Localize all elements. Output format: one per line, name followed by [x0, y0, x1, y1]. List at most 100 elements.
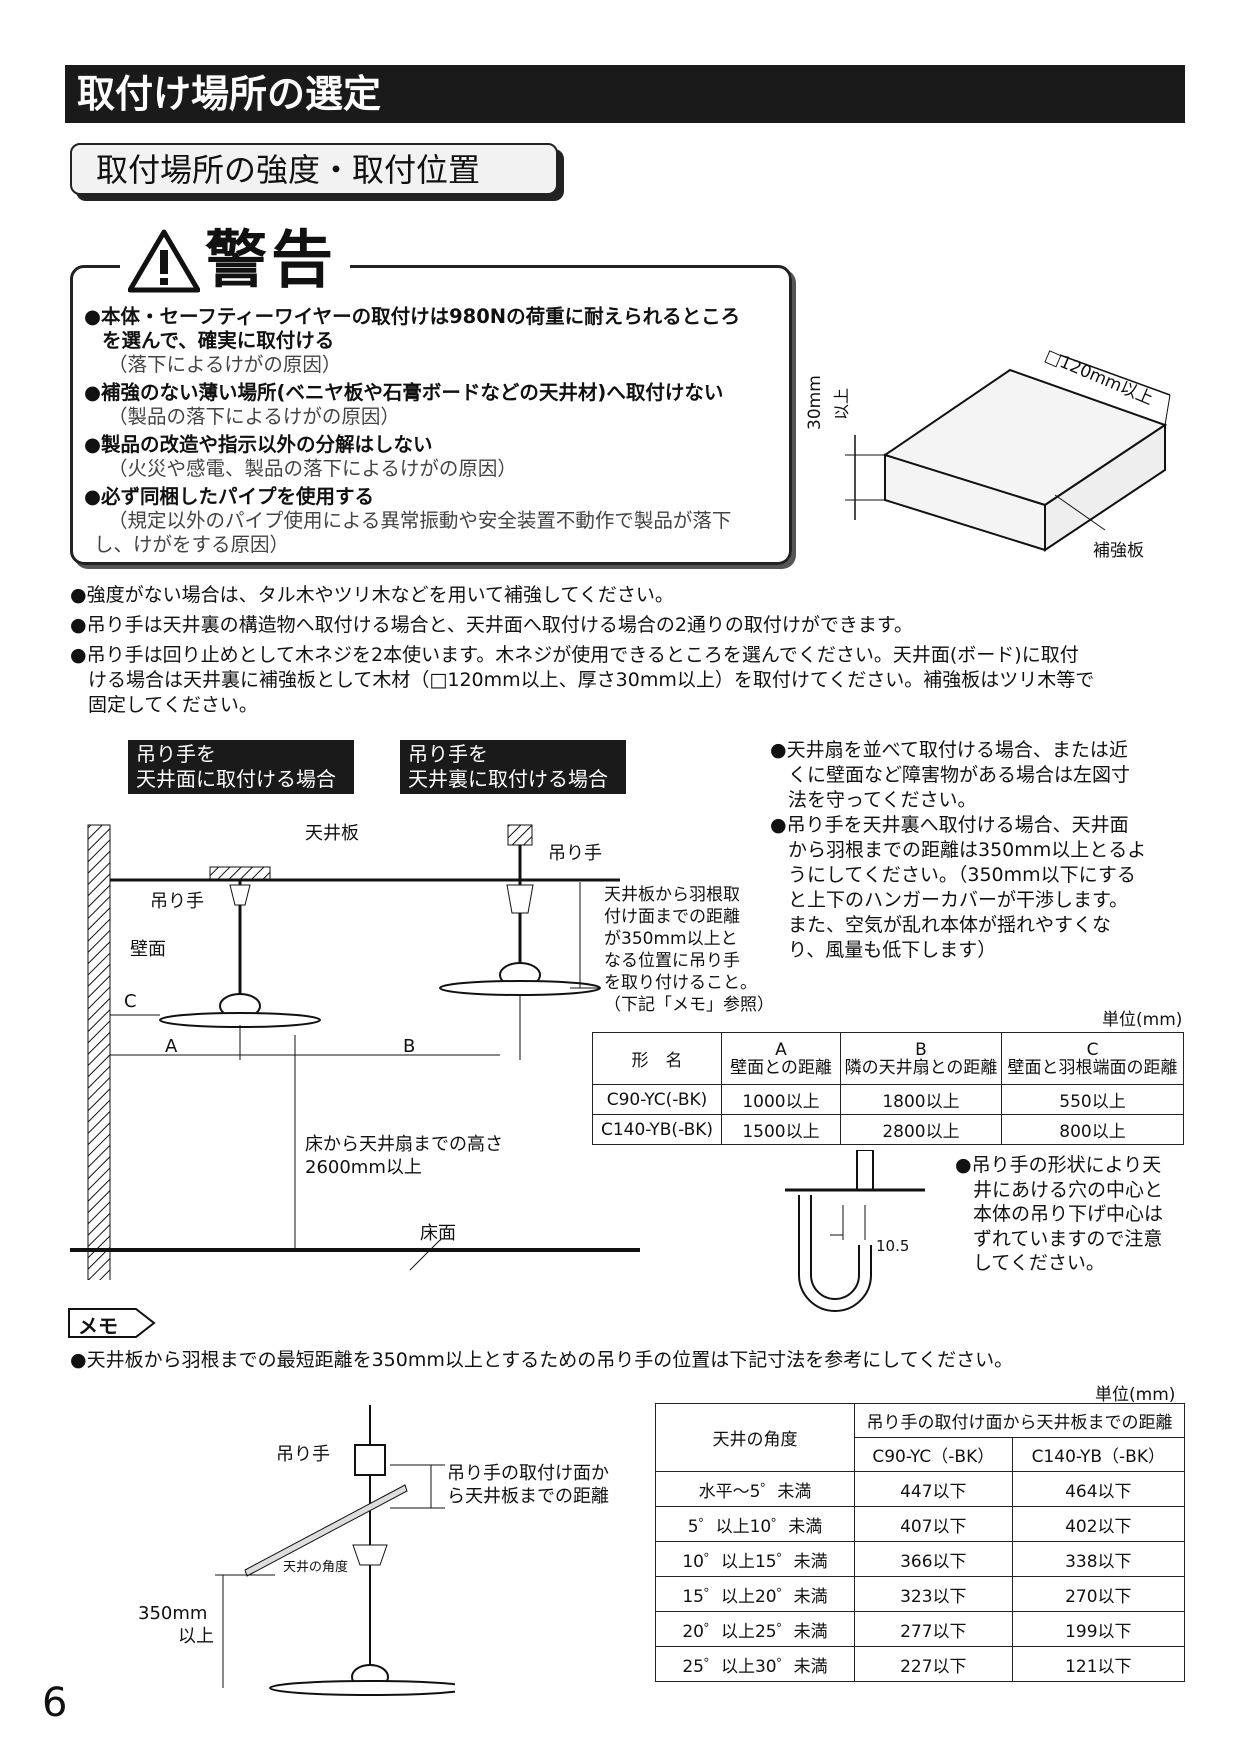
warning-item-main: ●必ず同梱したパイプを使用する [84, 485, 375, 508]
table-cell-model: C140-YB(-BK) [592, 1114, 722, 1145]
warning-item-1: ●本体・セーフティーワイヤーの取付けは980Nの荷重に耐えられるところ を選んで… [84, 305, 784, 377]
section-title: 取付場所の強度・取付位置 [70, 143, 558, 195]
side-note-line: うにしてください。（350mm以下にする [788, 864, 1136, 886]
hook-dim-label: 10.5 [876, 1237, 910, 1255]
warning-item-sub: （落下によるけがの原因） [108, 353, 342, 376]
note-line-3: ●吊り手は回り止めとして木ネジを2本使います。木ネジが使用できるところを選んでく… [70, 644, 1079, 666]
ceiling-board-label: 天井板 [305, 823, 359, 844]
table-cell-m1: 366以下 [854, 1541, 1013, 1577]
memo-tag-shape [68, 1308, 156, 1338]
warning-item-sub: （火災や感電、製品の落下によるけがの原因） [108, 457, 517, 480]
min-distance-label: 350mm 以上 [138, 1602, 214, 1648]
side-notes: ●天井扇を並べて取付ける場合、または近 くに壁面など障害物がある場合は左図寸 法… [770, 738, 1146, 963]
angle-diagram [215, 1405, 455, 1696]
board-thickness-suffix: 以上 [832, 387, 851, 420]
memo-distance-label: 吊り手の取付け面か ら天井板までの距離 [447, 1462, 609, 1508]
install-position-diagram [70, 824, 640, 1280]
table-row: 10゜以上15゜未満 366以下 338以下 [655, 1541, 1186, 1577]
table-cell-m1: 447以下 [854, 1471, 1013, 1507]
note-line-5: 固定してください。 [88, 694, 258, 716]
page-title: 取付け場所の選定 [65, 65, 1185, 123]
hook-note-line: ●吊り手の形状により天 [955, 1154, 1162, 1176]
page-number: 6 [42, 1680, 68, 1726]
table-row: C140-YB(-BK) 1500以上 2800以上 800以上 [592, 1114, 1184, 1145]
table-cell-m2: 121以下 [1011, 1646, 1186, 1682]
warning-item-main: ●補強のない薄い場所(ベニヤ板や石膏ボードなどの天井材)へ取付けない [84, 381, 724, 404]
dim-b-label: B [403, 1036, 416, 1057]
hanger-right-label: 吊り手 [548, 843, 602, 864]
header-label: 壁面との距離 [730, 1057, 832, 1078]
table-cell-m2: 464以下 [1011, 1471, 1186, 1507]
hook-note-line: してください。 [973, 1252, 1105, 1274]
distance-note-line: が350mm以上と [604, 929, 738, 949]
min-distance-line: 以上 [178, 1626, 214, 1647]
angle-table: 天井の角度 吊り手の取付け面から天井板までの距離 C90-YC（-BK） C14… [655, 1403, 1186, 1682]
table-row: 25゜以上30゜未満 227以下 121以下 [655, 1646, 1186, 1682]
side-note-line: くに壁面など障害物がある場合は左図寸 [788, 764, 1131, 786]
distance-note: 天井板から羽根取 付け面までの距離 が350mm以上と なる位置に吊り手 を取り… [604, 884, 774, 1016]
warning-item-4: ●必ず同梱したパイプを使用する （規定以外のパイプ使用による異常振動や安全装置不… [84, 485, 784, 557]
table-cell-angle: 水平～5゜未満 [655, 1471, 855, 1507]
hook-note-line: ずれていますので注意 [973, 1227, 1163, 1250]
ceiling-surface-label: 吊り手を 天井面に取付ける場合 [128, 740, 354, 794]
table-cell-angle: 10゜以上15゜未満 [655, 1541, 855, 1577]
header-letter: B [915, 1039, 927, 1060]
table-cell-c: 800以上 [1001, 1114, 1184, 1145]
side-note-line: 法を守ってください。 [788, 789, 977, 811]
distance-note-line: 付け面までの距離 [604, 907, 740, 927]
ceiling-back-label-line2: 天井裏に取付ける場合 [408, 767, 608, 791]
table-header-row: 天井の角度 吊り手の取付け面から天井板までの距離 [655, 1403, 1185, 1472]
distance-note-line: （下記「メモ」参照） [604, 995, 774, 1015]
table-cell-m2: 338以下 [1011, 1541, 1186, 1577]
side-note-line: ●天井扇を並べて取付ける場合、または近 [770, 739, 1128, 761]
memo-distance-line: 吊り手の取付け面か [447, 1463, 609, 1484]
table-header-distance: 吊り手の取付け面から天井板までの距離 [854, 1403, 1185, 1438]
side-note-line: り、風量も低下します） [788, 939, 997, 961]
height-note-line: 床から天井扇までの高さ [305, 1134, 503, 1155]
table-cell-m1: 227以下 [854, 1646, 1013, 1682]
header-label: 壁面と羽根端面の距離 [1007, 1057, 1178, 1078]
warning-title: 警告 [205, 223, 338, 296]
table-header-row: C90-YC（-BK） C140-YB（-BK） [656, 1437, 1186, 1472]
note-line-1: ●強度がない場合は、タル木やツリ木などを用いて補強してください。 [70, 584, 674, 606]
table-header-model1: C90-YC（-BK） [854, 1437, 1013, 1472]
table2-unit: 単位(mm) [1095, 1385, 1176, 1405]
board-thickness-label: 30mm [805, 375, 825, 430]
table-cell-m2: 402以下 [1011, 1506, 1186, 1542]
warning-item-sub: （製品の落下によるけがの原因） [108, 405, 400, 428]
table-cell-m1: 407以下 [854, 1506, 1013, 1542]
table-row: 20゜以上25゜未満 277以下 199以下 [655, 1611, 1186, 1647]
note-line-4: ける場合は天井裏に補強板として木材（□120mm以上、厚さ30mm以上）を取付け… [88, 669, 1095, 691]
table-cell-m2: 199以下 [1011, 1611, 1186, 1647]
ceiling-angle-label: 天井の角度 [283, 1560, 349, 1575]
table-cell-angle: 5゜以上10゜未満 [655, 1506, 855, 1542]
table-row: 15゜以上20゜未満 323以下 270以下 [655, 1576, 1186, 1612]
ceiling-back-label-line1: 吊り手を [408, 742, 488, 766]
reinforcement-board-diagram [845, 354, 1171, 552]
board-caption: 補強板 [1093, 541, 1144, 561]
table-cell-a: 1500以上 [721, 1114, 841, 1145]
memo-distance-line: ら天井板までの距離 [447, 1486, 609, 1507]
side-note-line: と上下のハンガーカバーが干渉します。 [788, 889, 1129, 911]
height-note-line: 2600mm以上 [305, 1157, 422, 1178]
min-distance-line: 350mm [138, 1603, 208, 1624]
distance-note-line: 天井板から羽根取 [604, 885, 740, 905]
hook-note-line: 井にあける穴の中心と [973, 1178, 1164, 1201]
hook-note: ●吊り手の形状により天 井にあける穴の中心と 本体の吊り下げ中心は ずれています… [955, 1153, 1163, 1276]
table-cell-angle: 25゜以上30゜未満 [655, 1646, 855, 1682]
dim-c-label: C [124, 991, 137, 1012]
header-letter: C [1086, 1039, 1099, 1060]
warning-item-main: ●本体・セーフティーワイヤーの取付けは980Nの荷重に耐えられるところ [84, 305, 741, 328]
table-header-angle: 天井の角度 [655, 1403, 855, 1472]
hook-note-line: 本体の吊り下げ中心は [973, 1203, 1164, 1225]
ceiling-surface-label-line1: 吊り手を [136, 742, 216, 766]
table-cell-m1: 277以下 [854, 1611, 1013, 1647]
ceiling-surface-label-line2: 天井面に取付ける場合 [136, 767, 336, 791]
table-row: 5゜以上10゜未満 407以下 402以下 [655, 1506, 1186, 1542]
hanger-left-label: 吊り手 [150, 891, 204, 912]
distance-note-line: なる位置に吊り手 [604, 951, 740, 971]
